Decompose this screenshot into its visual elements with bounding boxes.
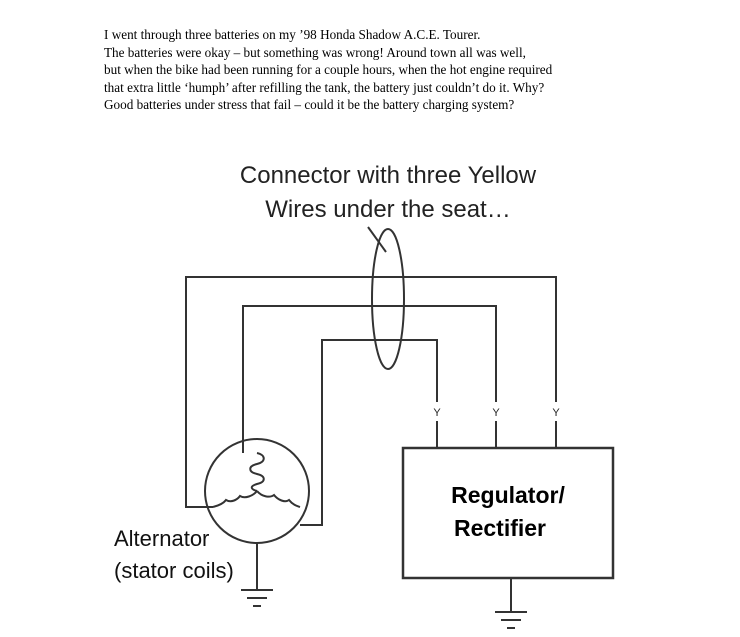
regulator-label-line-2: Rectifier xyxy=(454,515,546,541)
connector-leader-line xyxy=(367,226,387,253)
stator-coil-right xyxy=(256,490,301,508)
intro-line-3: but when the bike had been running for a… xyxy=(104,62,553,78)
middle-yellow-wire xyxy=(242,305,497,453)
regulator-label-line-1: Regulator/ xyxy=(451,482,565,508)
alternator-label-line-2: (stator coils) xyxy=(114,558,234,583)
intro-line-5: Good batteries under stress that fail – … xyxy=(104,97,515,113)
connector-label-line-1: Connector with three Yellow xyxy=(240,162,537,189)
regulator-rectifier-box xyxy=(401,446,615,580)
alternator-label-line-1: Alternator xyxy=(114,526,209,551)
wire-code-right: Y xyxy=(552,407,560,419)
connector-ellipse xyxy=(371,228,405,370)
inner-yellow-wire xyxy=(300,339,438,526)
connector-label-line-2: Wires under the seat… xyxy=(265,196,510,223)
intro-line-4: that extra little ‘humph’ after refillin… xyxy=(104,79,545,95)
wire-code-middle: Y xyxy=(492,407,500,419)
intro-line-1: I went through three batteries on my ’98… xyxy=(104,27,481,42)
outer-yellow-wire xyxy=(185,276,557,508)
wire-code-left: Y xyxy=(433,407,441,419)
intro-text: I went through three batteries on my ’98… xyxy=(104,26,724,114)
stator-coil-left xyxy=(212,490,258,508)
intro-line-2: The batteries were okay – but something … xyxy=(104,44,526,60)
stator-coil-top xyxy=(249,452,265,492)
